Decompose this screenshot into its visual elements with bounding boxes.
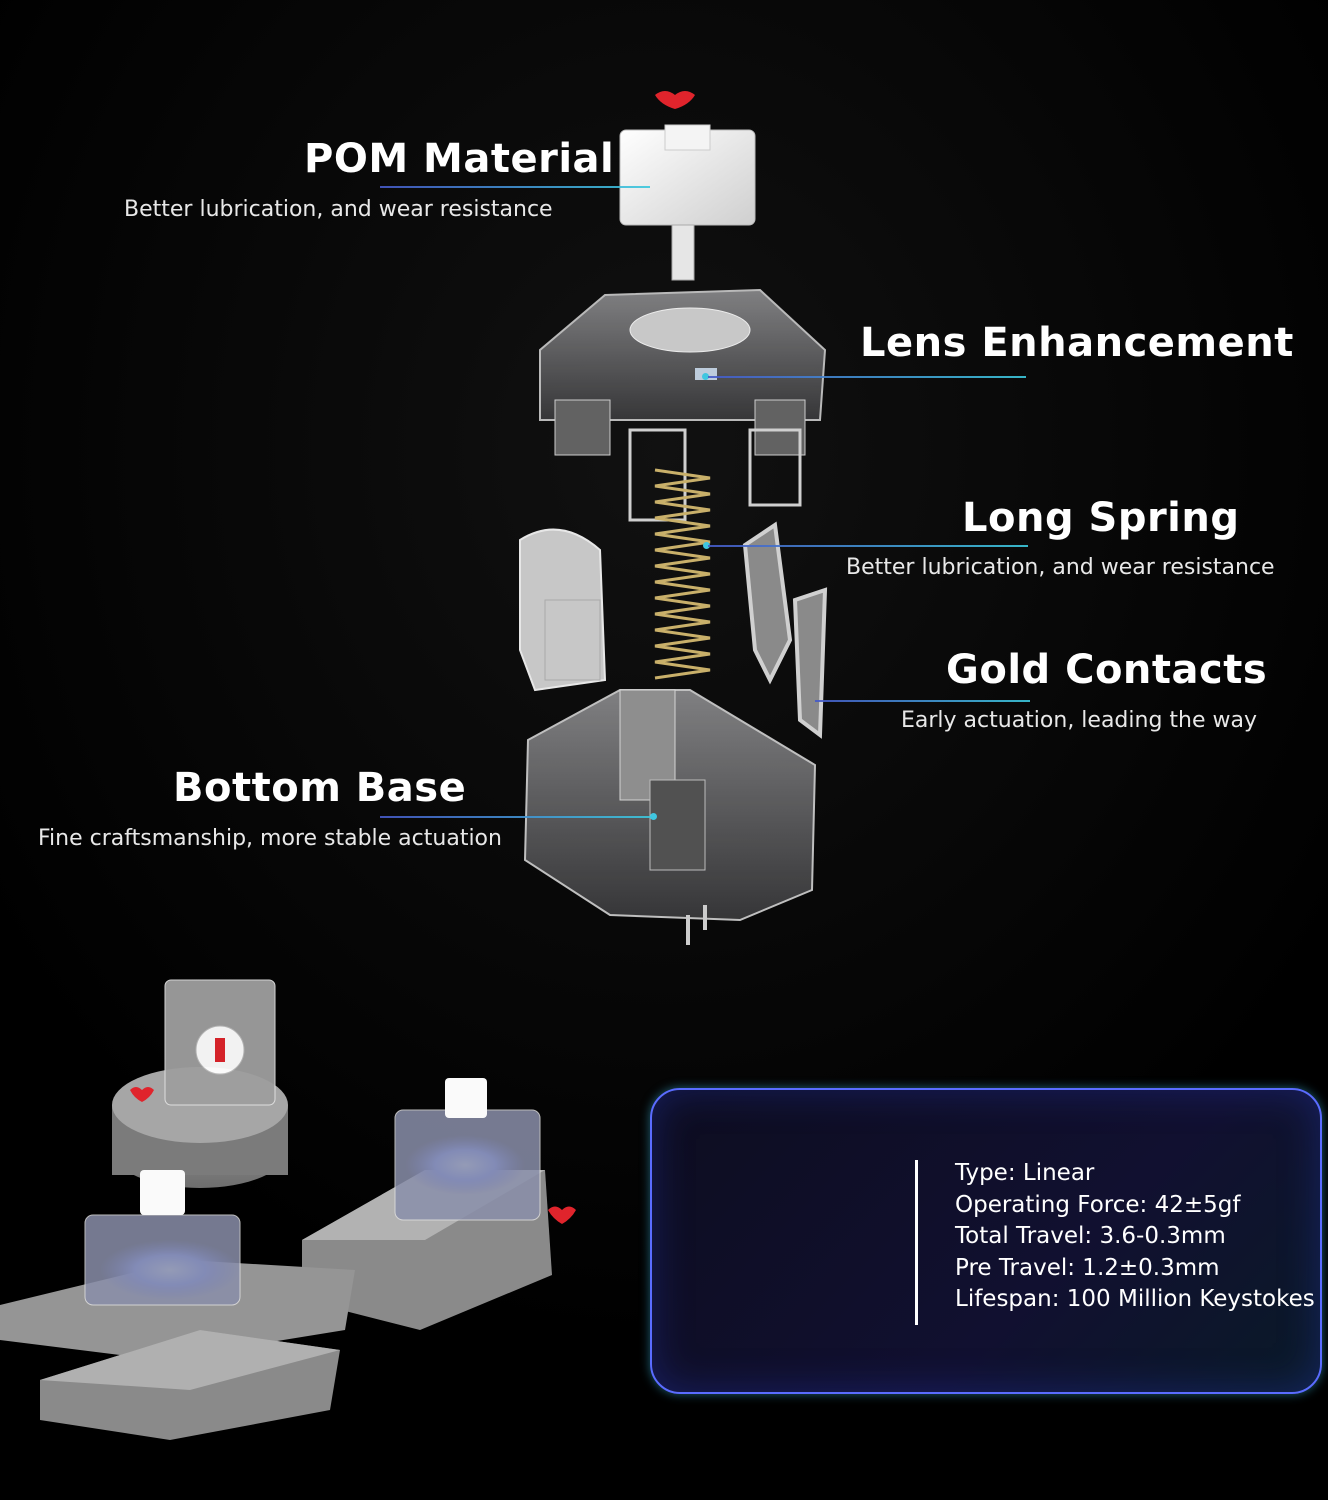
gold-contacts: [742, 521, 828, 739]
heart-red-left: [130, 1087, 154, 1102]
spec-lifespan: Lifespan: 100 Million Keystokes: [955, 1286, 1315, 1312]
heart-red-right: [548, 1206, 576, 1224]
callout-subtitle-spring: Better lubrication, and wear resistance: [846, 555, 1275, 580]
lens-piece: [519, 528, 607, 692]
switch-blue-left: [84, 1170, 241, 1306]
long-spring: [654, 468, 711, 680]
leader-dot-base: [650, 813, 657, 820]
leader-dot-spring: [703, 542, 710, 549]
spec-panel: [650, 1088, 1322, 1394]
leader-line-spring: [708, 545, 1028, 547]
callout-subtitle-contacts: Early actuation, leading the way: [901, 708, 1258, 733]
callout-subtitle-pom: Better lubrication, and wear resistance: [124, 197, 553, 222]
leader-line-contacts: [815, 700, 1030, 702]
pom-stem: [619, 124, 756, 281]
spec-type: Type: Linear: [955, 1160, 1095, 1186]
spec-list: Type: Linear Operating Force: 42±5gf Tot…: [955, 1158, 1315, 1316]
switch-red: [164, 979, 276, 1106]
leader-line-pom: [380, 186, 650, 188]
spec-divider: [915, 1160, 918, 1325]
callout-title-spring: Long Spring: [962, 495, 1240, 541]
leader-line-lens: [708, 376, 1026, 378]
top-housing: [539, 288, 827, 522]
spec-operating-force: Operating Force: 42±5gf: [955, 1191, 1241, 1218]
pedestal-group: [0, 979, 576, 1440]
callout-title-contacts: Gold Contacts: [946, 647, 1268, 693]
bottom-base: [523, 689, 817, 945]
callout-title-pom: POM Material: [304, 136, 615, 182]
callout-title-base: Bottom Base: [173, 765, 467, 811]
spec-pre-travel: Pre Travel: 1.2±0.3mm: [955, 1254, 1220, 1281]
callout-title-lens: Lens Enhancement: [860, 320, 1294, 366]
leader-line-base: [380, 816, 655, 818]
spec-total-travel: Total Travel: 3.6-0.3mm: [955, 1223, 1226, 1249]
heart-dampener: [655, 91, 695, 109]
callout-subtitle-base: Fine craftsmanship, more stable actuatio…: [38, 826, 502, 851]
switch-blue-right: [394, 1078, 541, 1221]
leader-dot-lens: [702, 373, 709, 380]
